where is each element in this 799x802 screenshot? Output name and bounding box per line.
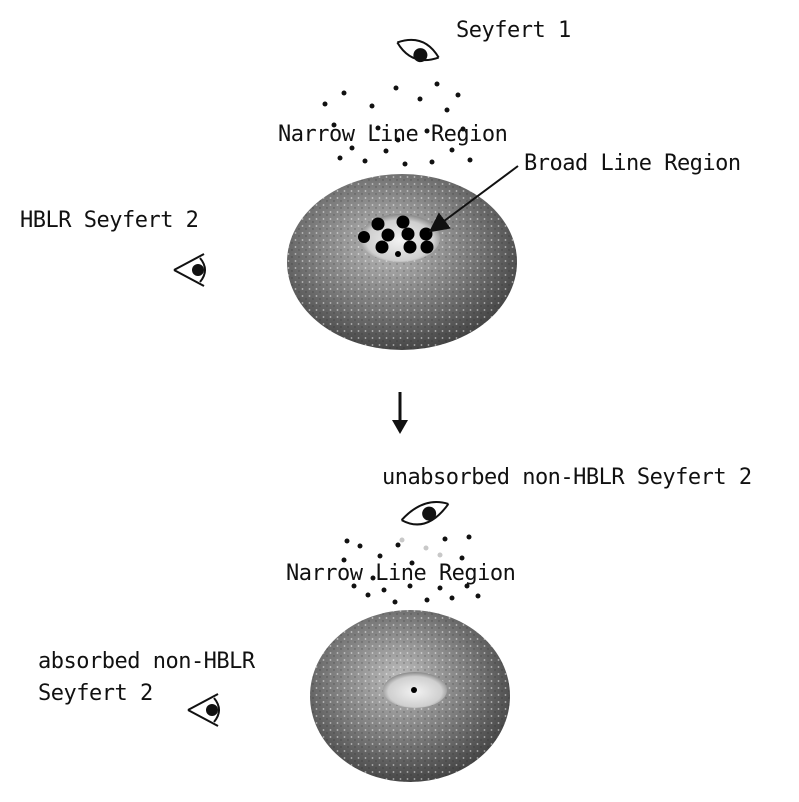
unabsorbed-non-hblr-label: unabsorbed non-HBLR Seyfert 2 xyxy=(382,465,752,490)
faint-clouds xyxy=(399,537,443,558)
broad-line-region-label: Broad Line Region xyxy=(524,151,741,176)
narrow-line-region-clouds xyxy=(322,81,473,167)
dusty-torus xyxy=(310,610,510,782)
broad-line-region-pointer xyxy=(428,165,519,233)
eye-icon xyxy=(400,500,450,526)
eye-icon xyxy=(173,253,206,287)
eye-icon xyxy=(187,693,220,727)
seyfert1-label: Seyfert 1 xyxy=(456,18,571,43)
narrow-line-region-label: Narrow Line Region xyxy=(286,561,516,586)
narrow-line-region-clouds xyxy=(341,534,481,605)
absorbed-non-hblr-label: absorbed non-HBLR xyxy=(38,649,255,674)
eye-icon xyxy=(396,38,440,63)
narrow-line-region-label: Narrow Line Region xyxy=(278,122,508,147)
transition-arrow xyxy=(392,392,408,434)
nucleus-dot xyxy=(411,687,417,693)
dusty-torus xyxy=(287,174,517,350)
absorbed-seyfert2-label: Seyfert 2 xyxy=(38,681,153,706)
hblr-seyfert2-label: HBLR Seyfert 2 xyxy=(20,208,199,233)
